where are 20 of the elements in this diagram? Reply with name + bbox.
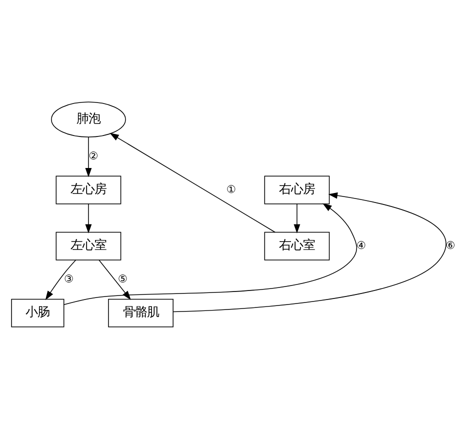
arrow: [64, 202, 358, 304]
edge-label: ⑤: [118, 272, 128, 285]
edge-label: ④: [356, 238, 366, 252]
arrow: [45, 259, 76, 300]
node-box: 骨骼肌: [108, 298, 174, 327]
node-box: 小肠: [11, 298, 64, 327]
node-ellipse: 肺泡: [51, 101, 126, 137]
arrow: [85, 136, 92, 177]
edge-label: ②: [88, 148, 98, 162]
node-box: 左心房: [56, 175, 122, 204]
node-box: 右心室: [264, 231, 330, 260]
edge-label: ①: [226, 182, 236, 196]
arrow: [110, 132, 276, 232]
node-box: 右心房: [264, 175, 330, 204]
node-box: 左心室: [56, 231, 122, 260]
arrow: [85, 203, 92, 233]
edge-label: ⑥: [446, 238, 456, 252]
edge-label: ③: [64, 272, 74, 285]
arrow: [294, 203, 300, 233]
arrow: [172, 192, 446, 312]
